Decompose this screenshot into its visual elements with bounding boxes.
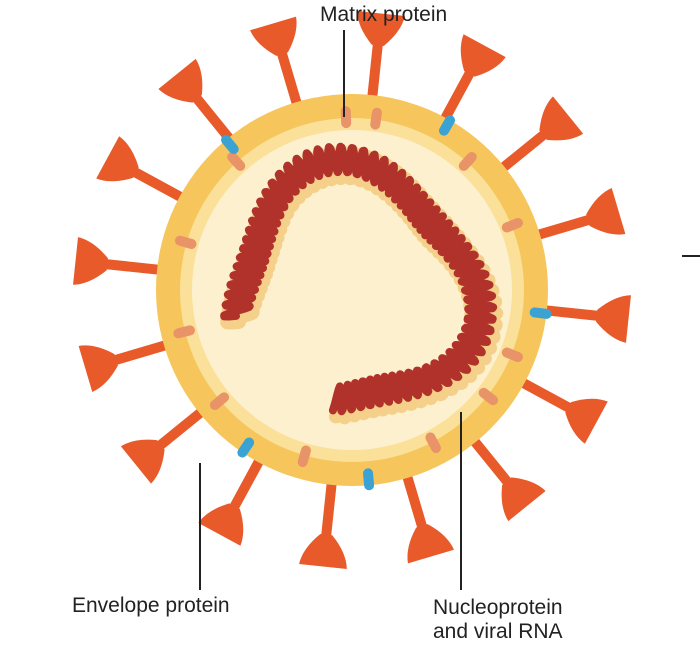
nucleoprotein-label-line2: and viral RNA bbox=[433, 620, 563, 644]
matrix-protein-icon bbox=[341, 106, 352, 128]
matrix-protein-label: Matrix protein bbox=[320, 3, 447, 27]
nucleoprotein-label: Nucleoprotein and viral RNA bbox=[433, 596, 563, 644]
envelope-protein-label: Envelope protein bbox=[72, 594, 230, 618]
nucleoprotein-label-line1: Nucleoprotein bbox=[433, 596, 563, 620]
